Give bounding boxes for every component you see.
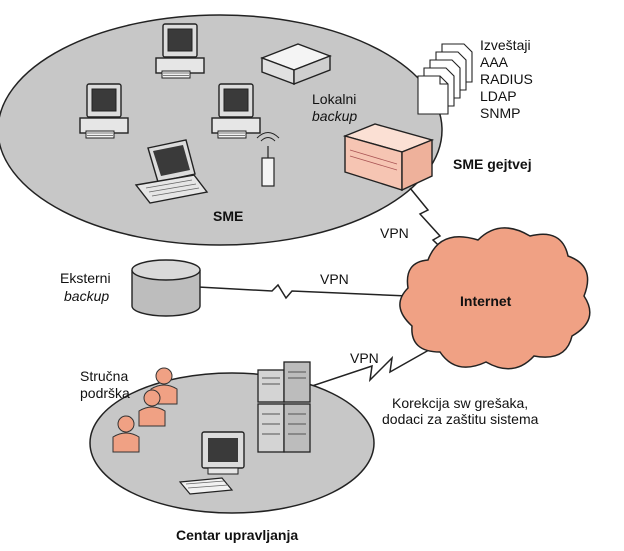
cloud-icon [399,227,591,370]
vpn-label-backup: VPN [320,271,349,287]
monitor-icon [178,431,245,495]
vpn-label-center: VPN [350,350,379,366]
backup-box-icon [260,43,332,86]
control-center-label: Centar upravljanja [176,527,298,543]
external-backup-label-italic: backup [64,288,109,304]
documents-stack-icon [417,43,473,115]
fixes-label: dodaci za zaštitu sistema [382,411,539,427]
sme-label: SME [213,208,243,224]
database-cylinder-icon [131,259,201,317]
desktop-computer-icon [155,23,205,79]
reports-item: LDAP [480,88,517,104]
vpn-link-center-internet [299,345,437,391]
gateway-router-icon [342,123,435,192]
reports-item: RADIUS [480,71,533,87]
support-label: Stručna [80,368,128,384]
fixes-label: Korekcija sw grešaka, [392,395,528,411]
laptop-icon [134,139,209,204]
support-label: podrška [80,385,130,401]
vpn-label-gateway: VPN [380,225,409,241]
external-backup-label: Eksterni [60,270,111,286]
reports-item: Izveštaji [480,37,531,53]
reports-item: AAA [480,54,509,70]
desktop-computer-icon [79,83,129,139]
server-rack-icon [257,361,311,453]
local-backup-label-italic: backup [312,108,357,124]
vpn-link-backup-internet [197,283,409,300]
reports-item: SNMP [480,105,520,121]
internet-label: Internet [460,293,512,309]
desktop-computer-icon [211,83,261,139]
vpn-link-gateway-internet [409,187,457,263]
local-backup-label: Lokalni [312,91,356,107]
antenna-icon [256,132,280,187]
sme-gateway-label: SME gejtvej [453,156,532,172]
